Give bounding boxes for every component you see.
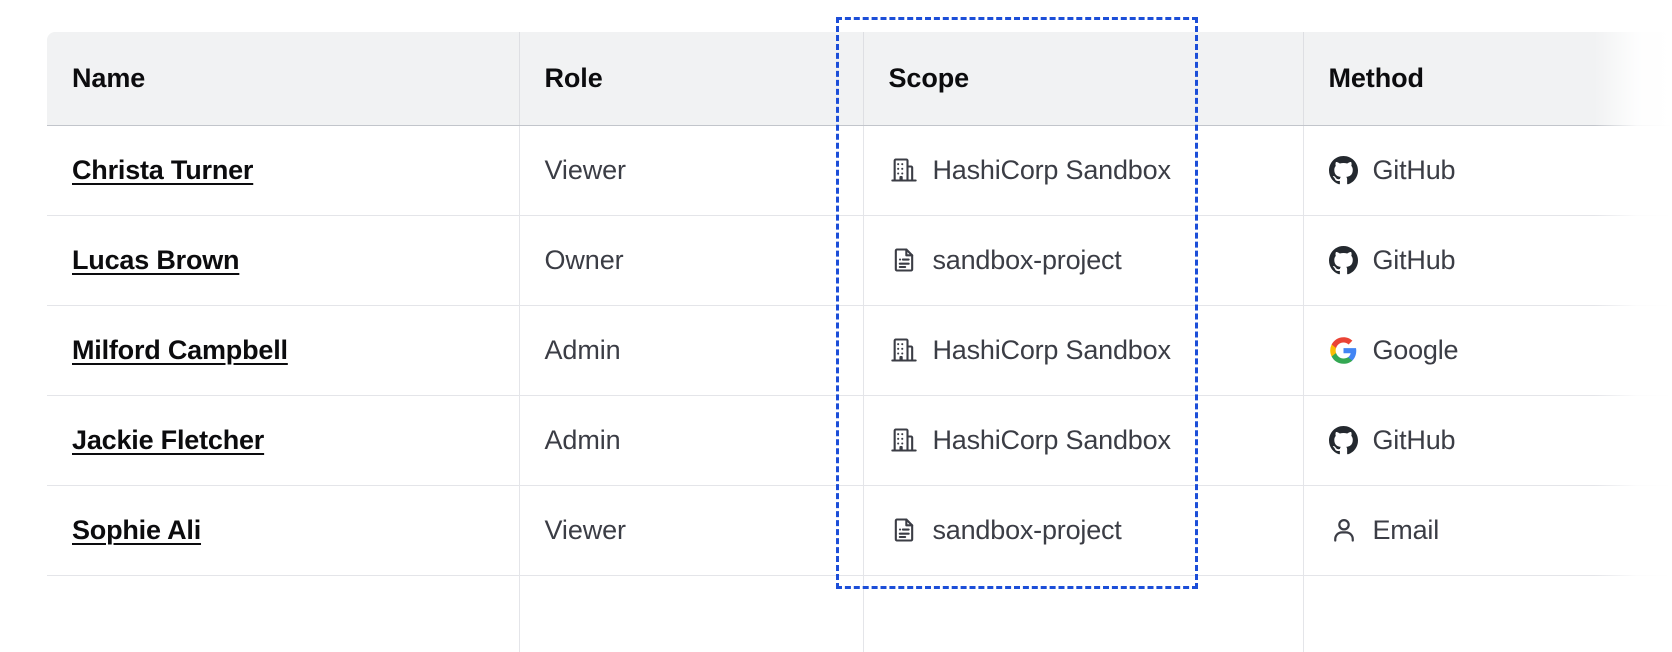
cell-name: Sophie Ali <box>47 485 520 576</box>
scope-label: HashiCorp Sandbox <box>932 154 1171 185</box>
table-header: Name Role Scope Method <box>47 32 1672 126</box>
table-row: Christa Turner Viewer <box>47 125 1672 216</box>
cell-role: Viewer <box>519 485 864 576</box>
column-header-scope[interactable]: Scope <box>863 32 1304 126</box>
method-label: GitHub <box>1372 424 1456 455</box>
cell-scope: sandbox-project <box>863 215 1304 306</box>
cell-method: GitHub <box>1303 395 1672 486</box>
cell-method: Google <box>1303 305 1672 396</box>
cell-role: Admin <box>519 395 864 486</box>
table-row: Jackie Fletcher Admin <box>47 395 1672 486</box>
cell-role: Owner <box>519 215 864 306</box>
organization-icon <box>889 425 919 455</box>
google-icon <box>1329 335 1359 365</box>
members-table-container: Name Role Scope Method Christa Turner Vi… <box>47 32 1672 652</box>
method-label: Google <box>1372 334 1459 365</box>
cell-role: Admin <box>519 305 864 396</box>
cell-name: Jackie Fletcher <box>47 395 520 486</box>
user-icon <box>1329 515 1359 545</box>
member-name-link[interactable]: Christa Turner <box>72 154 254 185</box>
cell-scope <box>863 575 1304 652</box>
cell-scope: HashiCorp Sandbox <box>863 305 1304 396</box>
method-label: Email <box>1372 514 1440 545</box>
cell-scope: HashiCorp Sandbox <box>863 125 1304 216</box>
column-header-name[interactable]: Name <box>47 32 520 126</box>
column-header-method[interactable]: Method <box>1303 32 1672 126</box>
scope-label: HashiCorp Sandbox <box>932 334 1171 365</box>
scope-label: sandbox-project <box>932 244 1122 275</box>
table-row: Sophie Ali Viewer <box>47 485 1672 576</box>
cell-method: GitHub <box>1303 215 1672 306</box>
cell-name: Christa Turner <box>47 125 520 216</box>
github-icon <box>1329 425 1359 455</box>
github-icon <box>1329 155 1359 185</box>
table-row: Lucas Brown Owner <box>47 215 1672 306</box>
table-row: Milford Campbell Admin <box>47 305 1672 396</box>
cell-role <box>519 575 864 652</box>
github-icon <box>1329 245 1359 275</box>
cell-scope: sandbox-project <box>863 485 1304 576</box>
members-table: Name Role Scope Method Christa Turner Vi… <box>47 32 1672 652</box>
cell-role: Viewer <box>519 125 864 216</box>
method-label: GitHub <box>1372 154 1456 185</box>
cell-method: GitHub <box>1303 125 1672 216</box>
table-row <box>47 575 1672 652</box>
cell-name: Lucas Brown <box>47 215 520 306</box>
cell-name: Milford Campbell <box>47 305 520 396</box>
cell-method: Email <box>1303 485 1672 576</box>
member-name-link[interactable]: Lucas Brown <box>72 244 240 275</box>
organization-icon <box>889 155 919 185</box>
table-header-row: Name Role Scope Method <box>47 32 1672 126</box>
table-body: Christa Turner Viewer <box>47 125 1672 652</box>
column-header-role[interactable]: Role <box>519 32 864 126</box>
method-label: GitHub <box>1372 244 1456 275</box>
member-name-link[interactable]: Sophie Ali <box>72 514 202 545</box>
project-document-icon <box>889 515 919 545</box>
cell-name <box>47 575 520 652</box>
member-name-link[interactable]: Milford Campbell <box>72 334 288 365</box>
scope-label: sandbox-project <box>932 514 1122 545</box>
organization-icon <box>889 335 919 365</box>
scope-label: HashiCorp Sandbox <box>932 424 1171 455</box>
member-name-link[interactable]: Jackie Fletcher <box>72 424 265 455</box>
cell-scope: HashiCorp Sandbox <box>863 395 1304 486</box>
project-document-icon <box>889 245 919 275</box>
cell-method <box>1303 575 1672 652</box>
